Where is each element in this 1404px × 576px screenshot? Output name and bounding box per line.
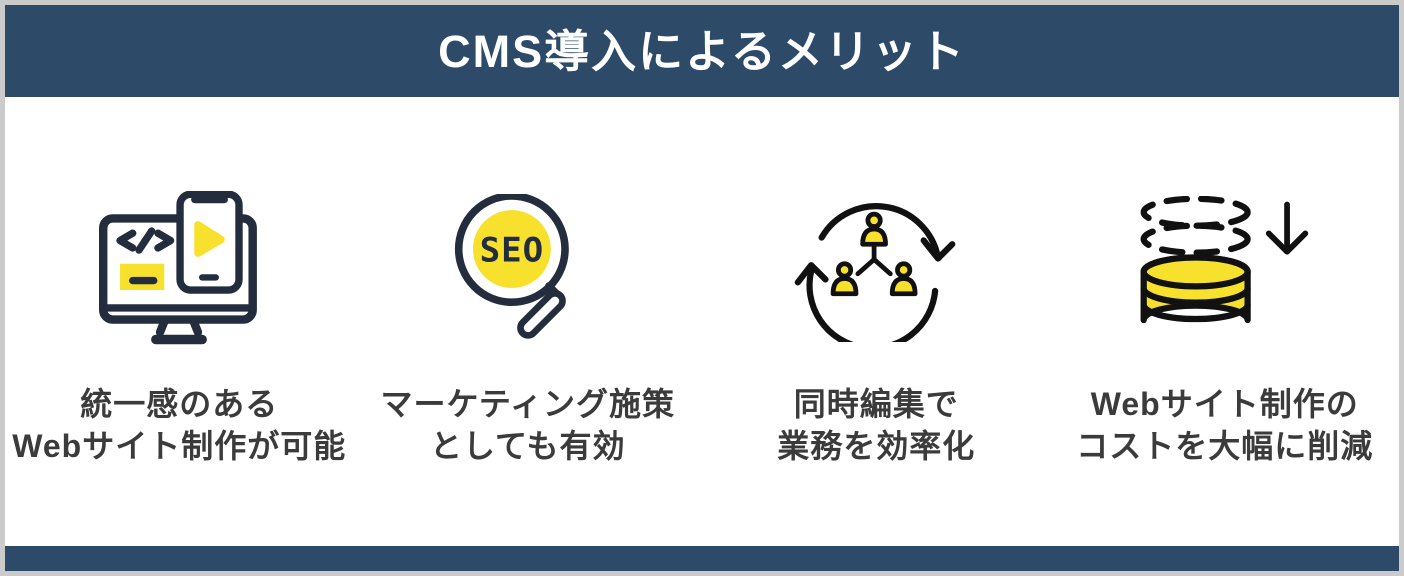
label-line: Webサイト制作の — [1090, 386, 1359, 422]
page-title: CMS導入によるメリット — [438, 25, 966, 77]
dashed-coin-layers — [1140, 196, 1251, 256]
down-arrow-icon — [1265, 201, 1308, 255]
magnifier-seo-icon: SEO — [454, 194, 569, 339]
label-line: 統一感のある — [80, 386, 279, 422]
label-line: マーケティング施策 — [380, 386, 675, 422]
benefit-label: マーケティング施策 としても有効 — [381, 383, 675, 467]
label-line: コストを大幅に削減 — [1076, 428, 1374, 464]
benefit-card-unified-design: 統一感のある Webサイト制作が可能 — [5, 97, 354, 546]
play-icon — [194, 221, 226, 257]
benefits-row: 統一感のある Webサイト制作が可能 SEO マーケティング施策 として — [5, 97, 1399, 546]
benefit-label: 統一感のある Webサイト制作が可能 — [12, 383, 346, 467]
label-line: 同時編集で — [793, 386, 959, 422]
coin-stack-icon — [1140, 196, 1308, 324]
benefit-card-cost-reduction: Webサイト制作の コストを大幅に削減 — [1051, 97, 1400, 546]
team-collaboration-cycle-icon — [794, 193, 958, 345]
footer-bar — [5, 546, 1399, 571]
seo-magnifier-icon: SEO — [452, 193, 604, 345]
coin-stack — [1140, 254, 1251, 324]
label-line: としても有効 — [430, 428, 626, 464]
benefit-card-seo: SEO マーケティング施策 としても有効 — [354, 97, 703, 546]
benefit-label: 同時編集で 業務を効率化 — [777, 383, 975, 467]
responsive-website-icon — [99, 191, 259, 345]
person-icons — [830, 211, 918, 297]
people-cycle-icon — [794, 203, 956, 342]
seo-badge: SEO — [479, 230, 544, 270]
label-line: Webサイト制作が可能 — [12, 428, 347, 464]
header-bar: CMS導入によるメリット — [5, 5, 1399, 97]
magnifier-handle — [516, 290, 566, 339]
benefit-card-collaboration: 同時編集で 業務を効率化 — [702, 97, 1051, 546]
cost-reduction-coins-icon — [1136, 193, 1314, 345]
label-line: 業務を効率化 — [777, 428, 976, 464]
code-icon — [116, 227, 175, 254]
benefit-label: Webサイト制作の コストを大幅に削減 — [1076, 383, 1373, 467]
cycle-arrows — [794, 203, 956, 342]
monitor-stand — [151, 317, 208, 345]
monitor-phone-icon — [99, 191, 258, 345]
